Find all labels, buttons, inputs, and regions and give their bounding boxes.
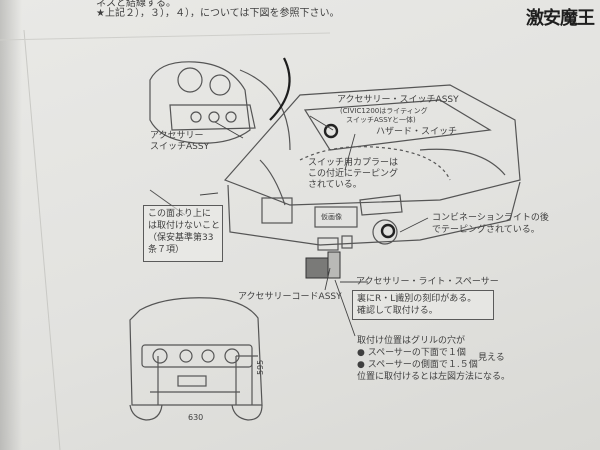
car-front-view-dimension: [129, 297, 263, 421]
seller-watermark: 激安魔王: [526, 8, 595, 29]
spacer-note-box: 裏にR・L識別の刻印がある。 確認して取付ける。: [352, 290, 494, 320]
instruction-line-2: ★上記２），３），４），については下図を参照下さい。: [96, 8, 340, 19]
fold-line-top: [0, 32, 331, 41]
light-spacer-part: [305, 251, 341, 279]
label-hazard-switch: ハザード・スイッチ: [376, 127, 458, 137]
left-note-2: は取付けないこと: [148, 221, 221, 231]
label-switch-assy-small-2: スイッチASSY: [150, 142, 210, 152]
dashboard-illustration: [149, 61, 291, 206]
install-note-1: 取付け位置はグリルの穴が: [357, 336, 466, 346]
label-switch-assy-main: アクセサリー・スイッチASSY: [337, 95, 459, 105]
plate-text: 仮画像: [321, 213, 342, 221]
instruction-line-1: ネスと結線する。: [96, 0, 176, 9]
leader-lines: [199, 115, 429, 337]
dimension-630: 630: [188, 413, 204, 422]
label-coupler-2: この付近にテーピング: [308, 169, 399, 179]
dimension-595: 595: [256, 359, 265, 375]
left-note-box: この面より上に は取付けないこと （保安基準第33 条７項）: [143, 205, 223, 262]
car-front-illustration: [223, 84, 521, 251]
left-note-4: 条７項）: [148, 245, 185, 255]
label-combination-2: でテーピングされている。: [432, 225, 540, 235]
page-edge-shadow: [0, 0, 22, 450]
install-brace-label: 見える: [478, 353, 505, 363]
label-civic-note-1: (CIVIC1200はライティング: [340, 107, 428, 115]
label-coupler-3: されている。: [308, 180, 362, 190]
label-light-spacer: アクセサリー・ライト・スペーサー: [356, 277, 499, 287]
cable-curve: [269, 57, 291, 121]
hazard-switch-marker: [323, 123, 339, 139]
fold-line-left: [23, 29, 61, 450]
label-coupler-1: スイッチ用カプラーは: [308, 158, 399, 168]
combination-light-marker: [380, 223, 396, 239]
label-combination-1: コンビネーションライトの後: [432, 213, 549, 223]
label-civic-note-2: スイッチASSYと一体): [346, 116, 416, 124]
left-note-1: この面より上に: [148, 209, 211, 219]
spacer-note-2: 確認して取付ける。: [357, 306, 438, 316]
label-switch-assy-small-1: アクセサリー: [150, 131, 204, 141]
install-note-3: ● スペーサーの側面で１.５個: [357, 360, 478, 370]
install-note-2: ● スペーサーの下面で１個: [357, 348, 466, 358]
left-note-3: （保安基準第33: [148, 233, 214, 243]
spacer-note-1: 裏にR・L識別の刻印がある。: [357, 294, 477, 304]
install-note-4: 位置に取付けるとは左図方法になる。: [357, 372, 511, 382]
label-cord-assy: アクセサリーコードASSY: [238, 292, 342, 302]
